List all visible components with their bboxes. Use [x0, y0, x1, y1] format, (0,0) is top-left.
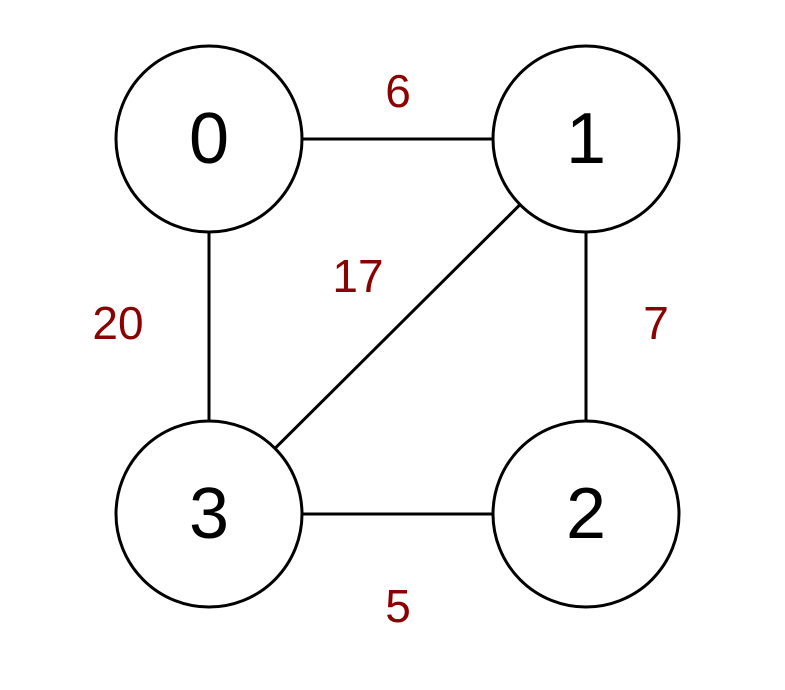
- node-label-1: 1: [566, 99, 606, 179]
- node-0: 0: [114, 44, 304, 234]
- node-2: 2: [491, 419, 681, 609]
- node-3: 3: [114, 419, 304, 609]
- node-circle-2: [491, 419, 681, 609]
- node-circle-3: [114, 419, 304, 609]
- nodes-layer: 0 1 2 3: [114, 44, 681, 609]
- node-label-2: 2: [566, 474, 606, 554]
- edge-weight-0-3: 20: [92, 297, 143, 349]
- edge-weight-1-2: 7: [643, 297, 669, 349]
- node-label-3: 3: [189, 474, 229, 554]
- edge-weight-3-2: 5: [385, 580, 411, 632]
- node-label-0: 0: [189, 99, 229, 179]
- edge-weight-0-1: 6: [385, 65, 411, 117]
- node-circle-1: [491, 44, 681, 234]
- node-circle-0: [114, 44, 304, 234]
- edge-weight-1-3: 17: [332, 250, 383, 302]
- edge-1-3: [273, 203, 522, 450]
- node-1: 1: [491, 44, 681, 234]
- edges-layer: [207, 137, 588, 516]
